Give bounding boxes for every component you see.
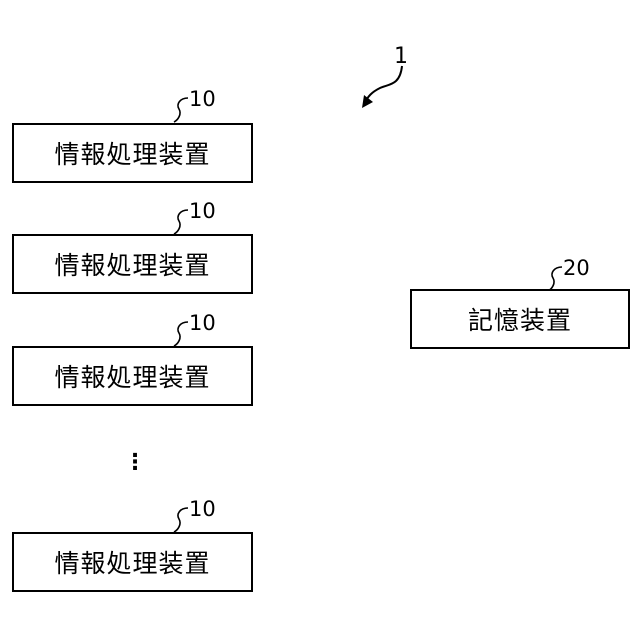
device-label: 情報処理装置 (54, 358, 210, 394)
device-ref-number: 10 (189, 499, 216, 520)
device-ref-number: 10 (189, 201, 216, 222)
device-label: 情報処理装置 (54, 246, 210, 282)
device-ref-leader (170, 506, 192, 534)
device-ref-leader (170, 96, 192, 124)
info-processing-device-box: 情報処理装置 (12, 346, 253, 406)
info-processing-device-box: 情報処理装置 (12, 123, 253, 183)
storage-ref-number: 20 (563, 258, 590, 279)
system-ref-arrow (358, 62, 408, 112)
device-label: 情報処理装置 (54, 135, 210, 171)
info-processing-device-box: 情報処理装置 (12, 532, 253, 592)
vertical-ellipsis: ⋮ (124, 452, 146, 474)
device-label: 情報処理装置 (54, 544, 210, 580)
device-ref-number: 10 (189, 89, 216, 110)
info-processing-device-box: 情報処理装置 (12, 234, 253, 294)
device-ref-leader (170, 320, 192, 348)
device-ref-leader (170, 208, 192, 236)
storage-label: 記憶装置 (468, 301, 572, 337)
device-ref-number: 10 (189, 313, 216, 334)
storage-device-box: 記憶装置 (410, 289, 630, 349)
